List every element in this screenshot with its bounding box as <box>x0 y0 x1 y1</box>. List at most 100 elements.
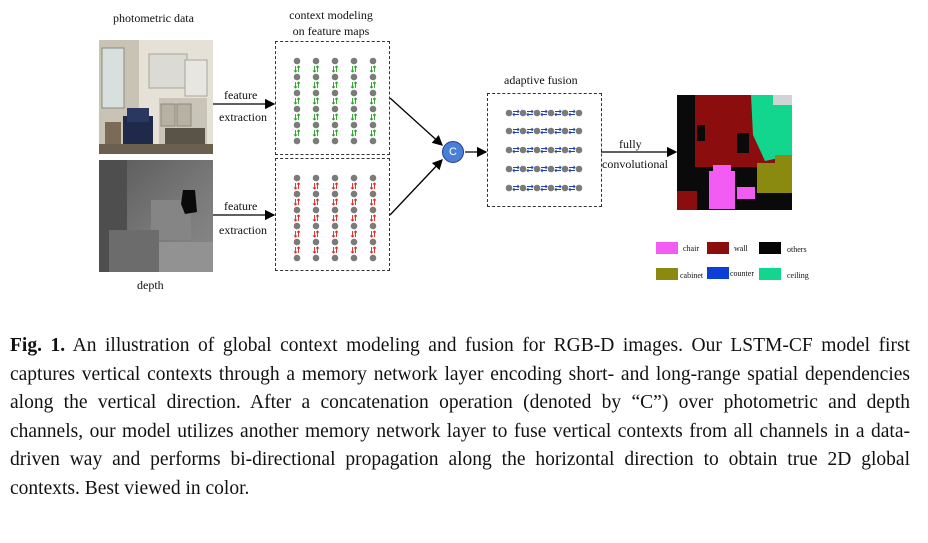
grid-node <box>350 105 358 113</box>
arrow-right <box>569 146 576 151</box>
bidirectional-arrow-vertical <box>350 214 358 222</box>
grid-node <box>369 222 377 230</box>
adaptive-fusion-label: adaptive fusion <box>504 73 578 87</box>
depth-photo-drawing <box>99 160 213 272</box>
grid-node <box>293 73 301 81</box>
bidirectional-arrow-horizontal <box>512 184 520 192</box>
grid-node <box>519 109 527 117</box>
bidirectional-arrow-horizontal <box>568 165 576 173</box>
arrow-up <box>334 214 339 221</box>
arrow-right <box>569 127 576 132</box>
bidirectional-arrow-vertical <box>293 198 301 206</box>
bidirectional-arrow-vertical <box>331 97 339 105</box>
legend-label-wall: wall <box>734 244 748 253</box>
grid-node <box>350 174 358 182</box>
arrow-up <box>353 113 358 120</box>
legend-swatch-others <box>759 242 781 254</box>
arrow-right <box>527 127 534 132</box>
arrow-down <box>293 98 298 105</box>
grid-node <box>533 109 541 117</box>
rgb-photo <box>99 40 213 154</box>
bidirectional-arrow-horizontal <box>540 165 548 173</box>
bidirectional-arrow-vertical <box>293 230 301 238</box>
arrow-left <box>554 168 561 173</box>
grid-node <box>519 165 527 173</box>
bidirectional-arrow-vertical <box>293 246 301 254</box>
bidirectional-arrow-horizontal <box>526 109 534 117</box>
arrow-right <box>513 165 520 170</box>
arrow-right <box>569 184 576 189</box>
arrow-up <box>315 182 320 189</box>
arrow-down <box>331 82 336 89</box>
bidirectional-arrow-horizontal <box>554 127 562 135</box>
extraction-label-bottom: extraction <box>219 223 267 237</box>
bidirectional-arrow-horizontal <box>512 127 520 135</box>
legend-label-counter: counter <box>730 269 754 278</box>
arrow-right <box>527 184 534 189</box>
arrow-down <box>331 114 336 121</box>
legend-label-chair: chair <box>683 244 699 253</box>
bidirectional-arrow-vertical <box>331 113 339 121</box>
arrow-right <box>527 146 534 151</box>
grid-node <box>312 238 320 246</box>
grid-node <box>312 137 320 145</box>
extraction-label-top: extraction <box>219 110 267 124</box>
arrow-left <box>526 112 533 117</box>
arrow-down <box>293 231 298 238</box>
arrow-up <box>296 198 301 205</box>
grid-node <box>547 165 555 173</box>
arrow-down <box>350 66 355 73</box>
bidirectional-arrow-vertical <box>369 214 377 222</box>
bidirectional-arrow-horizontal <box>554 146 562 154</box>
grid-node <box>331 254 339 262</box>
arrow-up <box>315 65 320 72</box>
arrow-left <box>512 149 519 154</box>
arrow-up <box>315 113 320 120</box>
arrow-left <box>540 112 547 117</box>
arrow-up <box>296 182 301 189</box>
bidirectional-arrow-vertical <box>350 81 358 89</box>
grid-node <box>369 206 377 214</box>
grid-node <box>547 184 555 192</box>
bidirectional-arrow-vertical <box>350 97 358 105</box>
fully-label: fully <box>619 137 642 151</box>
arrow-left <box>554 112 561 117</box>
rgb-photo-drawing <box>99 40 213 154</box>
bidirectional-arrow-vertical <box>369 182 377 190</box>
arrow-up <box>315 129 320 136</box>
bidirectional-arrow-horizontal <box>554 165 562 173</box>
grid-node <box>293 238 301 246</box>
arrow-left <box>512 130 519 135</box>
legend-swatch-cabinet <box>656 268 678 280</box>
arrow-down <box>369 66 374 73</box>
legend-label-cabinet: cabinet <box>680 271 704 280</box>
arrow-right <box>541 109 548 114</box>
arrow-up <box>296 214 301 221</box>
grid-node <box>331 137 339 145</box>
grid-node <box>293 89 301 97</box>
grid-node <box>331 105 339 113</box>
arrow-down <box>293 215 298 222</box>
arrow-right <box>569 165 576 170</box>
bidirectional-arrow-horizontal <box>540 109 548 117</box>
arrow-right <box>541 146 548 151</box>
bidirectional-arrow-vertical <box>312 65 320 73</box>
arrow-right <box>555 165 562 170</box>
bidirectional-arrow-vertical <box>293 214 301 222</box>
grid-node <box>350 57 358 65</box>
arrow-up <box>334 182 339 189</box>
bidirectional-arrow-horizontal <box>526 165 534 173</box>
arrow-up <box>296 129 301 136</box>
bidirectional-arrow-horizontal <box>526 184 534 192</box>
arrow-left <box>568 149 575 154</box>
arrow-left <box>568 187 575 192</box>
grid-node <box>350 238 358 246</box>
grid-node <box>561 127 569 135</box>
arrow-left <box>512 112 519 117</box>
grid-node <box>312 206 320 214</box>
grid-node <box>331 57 339 65</box>
arrow-down <box>350 231 355 238</box>
vertical-context-grid-depth <box>293 174 377 262</box>
convolutional-label: convolutional <box>602 157 668 171</box>
bidirectional-arrow-vertical <box>369 129 377 137</box>
